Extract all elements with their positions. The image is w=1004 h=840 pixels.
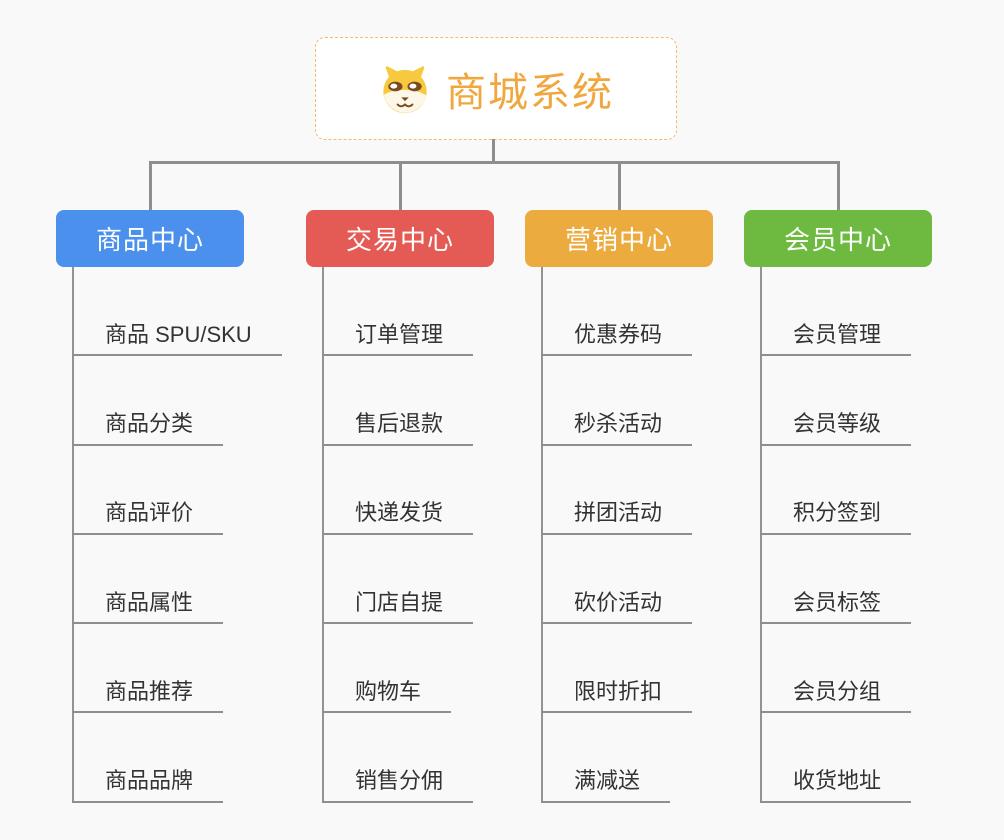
child-topic[interactable]: 商品评价 [72, 499, 224, 535]
child-topic[interactable]: 会员分组 [760, 678, 912, 714]
child-topic-row: 会员管理 [760, 267, 912, 357]
child-topic[interactable]: 优惠券码 [541, 321, 693, 357]
child-topic[interactable]: 拼团活动 [541, 499, 693, 535]
child-topic-row: 收货地址 [760, 713, 912, 803]
child-topic-row: 优惠券码 [541, 267, 693, 357]
branch-spine-line [760, 267, 762, 803]
child-topic[interactable]: 积分签到 [760, 499, 912, 535]
child-topic-row: 拼团活动 [541, 446, 693, 535]
root-topic-title: 商城系统 [446, 70, 614, 115]
child-topic-row: 快递发货 [322, 446, 474, 535]
child-topic[interactable]: 销售分佣 [322, 767, 474, 803]
child-topic-row: 商品属性 [72, 535, 224, 625]
child-topic[interactable]: 购物车 [322, 678, 452, 714]
branch-member-center: 会员中心 会员管理 会员等级 积分签到 会员标签 会员分组 收货地址 [744, 210, 932, 803]
branch-topic[interactable]: 商品中心 [56, 210, 244, 267]
child-topic[interactable]: 订单管理 [322, 321, 474, 357]
branch-topic[interactable]: 营销中心 [525, 210, 713, 267]
child-topic-row: 砍价活动 [541, 535, 693, 625]
child-topic[interactable]: 收货地址 [760, 767, 912, 803]
branch-children: 订单管理 售后退款 快递发货 门店自提 购物车 销售分佣 [322, 267, 474, 803]
child-topic[interactable]: 售后退款 [322, 410, 474, 446]
child-topic[interactable]: 限时折扣 [541, 678, 693, 714]
child-topic[interactable]: 商品品牌 [72, 767, 224, 803]
root-topic[interactable]: 商城系统 [315, 37, 677, 140]
child-topic[interactable]: 商品分类 [72, 410, 224, 446]
branch-topic[interactable]: 交易中心 [306, 210, 494, 267]
child-topic-row: 商品分类 [72, 356, 224, 446]
child-topic-row: 商品推荐 [72, 624, 224, 714]
connector-bus [148, 161, 840, 164]
child-topic-row: 购物车 [322, 624, 452, 714]
child-topic-row: 门店自提 [322, 535, 474, 625]
child-topic[interactable]: 会员等级 [760, 410, 912, 446]
child-topic-row: 会员分组 [760, 624, 912, 714]
child-topic-row: 秒杀活动 [541, 356, 693, 446]
connector-drop [617, 161, 621, 211]
branch-children: 优惠券码 秒杀活动 拼团活动 砍价活动 限时折扣 满减送 [541, 267, 693, 803]
connector-drop [398, 161, 402, 211]
child-topic[interactable]: 满减送 [541, 767, 671, 803]
child-topic[interactable]: 商品属性 [72, 589, 224, 625]
child-topic-row: 商品 SPU/SKU [72, 267, 282, 357]
child-topic[interactable]: 会员管理 [760, 321, 912, 357]
child-topic-row: 商品品牌 [72, 713, 224, 803]
branch-spine-line [72, 267, 74, 803]
child-topic-row: 会员等级 [760, 356, 912, 446]
child-topic-row: 商品评价 [72, 446, 224, 535]
connector-drop [836, 161, 840, 211]
child-topic[interactable]: 会员标签 [760, 589, 912, 625]
child-topic-row: 满减送 [541, 713, 671, 803]
child-topic[interactable]: 门店自提 [322, 589, 474, 625]
child-topic[interactable]: 快递发货 [322, 499, 474, 535]
branch-spine-line [541, 267, 543, 803]
child-topic-row: 订单管理 [322, 267, 474, 357]
child-topic[interactable]: 砍价活动 [541, 589, 693, 625]
branch-children: 商品 SPU/SKU 商品分类 商品评价 商品属性 商品推荐 商品品牌 [72, 267, 282, 803]
connector-drop [148, 161, 152, 211]
dog-face-icon [378, 64, 432, 114]
child-topic-row: 积分签到 [760, 446, 912, 535]
connector-root-stem [492, 139, 495, 163]
child-topic[interactable]: 商品 SPU/SKU [72, 321, 282, 357]
child-topic-row: 会员标签 [760, 535, 912, 625]
child-topic[interactable]: 秒杀活动 [541, 410, 693, 446]
child-topic-row: 销售分佣 [322, 713, 474, 803]
child-topic-row: 限时折扣 [541, 624, 693, 714]
branch-topic[interactable]: 会员中心 [744, 210, 932, 267]
branch-trade-center: 交易中心 订单管理 售后退款 快递发货 门店自提 购物车 销售分佣 [306, 210, 494, 803]
branch-goods-center: 商品中心 商品 SPU/SKU 商品分类 商品评价 商品属性 商品推荐 商品品牌 [56, 210, 282, 803]
child-topic[interactable]: 商品推荐 [72, 678, 224, 714]
branch-spine-line [322, 267, 324, 803]
branch-children: 会员管理 会员等级 积分签到 会员标签 会员分组 收货地址 [760, 267, 912, 803]
branch-marketing-center: 营销中心 优惠券码 秒杀活动 拼团活动 砍价活动 限时折扣 满减送 [525, 210, 713, 803]
child-topic-row: 售后退款 [322, 356, 474, 446]
